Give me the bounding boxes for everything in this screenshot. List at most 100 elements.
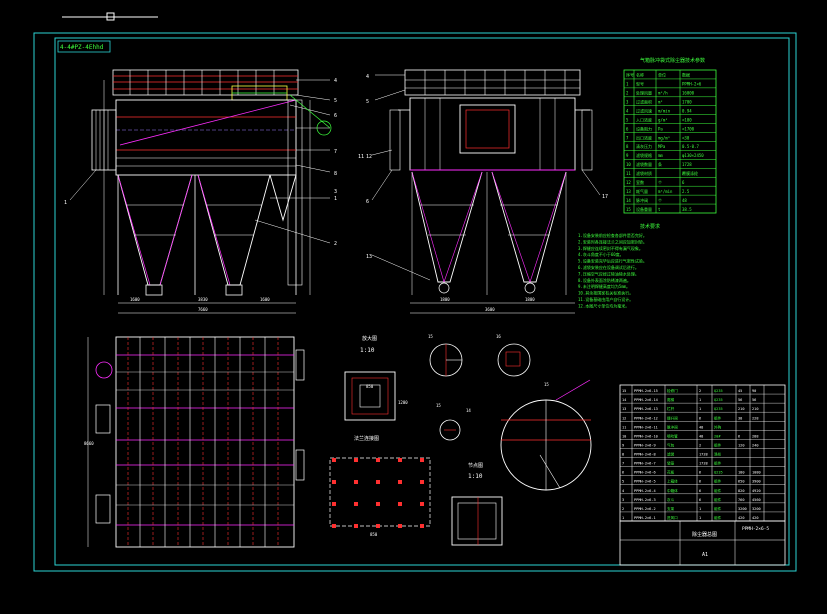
parts-cell: 栏杆	[667, 406, 675, 411]
tech-cell: 12	[626, 180, 631, 185]
section-detail-small[interactable]: 节点图 1:10	[451, 463, 503, 546]
parts-cell: 210	[752, 407, 759, 411]
tech-cell: 0.5-0.7	[682, 144, 699, 149]
callout-front-6: 1	[334, 196, 337, 202]
side-elevation-view[interactable]: 1800 1800 3600 4 5 11 12 6 13 17	[358, 69, 608, 314]
tech-cell: 滤袋数量	[636, 161, 652, 167]
parts-cell: 14	[622, 398, 626, 402]
parts-cell: 6	[699, 471, 701, 475]
tech-cell: 耗气量	[636, 188, 648, 194]
parts-cell: 灰斗	[667, 497, 675, 502]
flange-hole-pattern[interactable]: 法兰连接图 850	[329, 435, 431, 537]
tech-header-cell: 名称	[636, 72, 644, 78]
tech-cell: 1728	[682, 162, 692, 167]
callout-front-5: 8	[334, 171, 337, 177]
round-detail-a[interactable]: 15	[428, 334, 463, 377]
note-line: 5.设备安装完毕后应进行气密性试验。	[578, 258, 647, 264]
parts-cell: 7	[622, 462, 624, 466]
parts-cell: 组件	[714, 415, 722, 420]
parts-cell: 爬梯	[667, 397, 675, 402]
tech-cell: 9	[626, 153, 629, 158]
view-scrollbar[interactable]	[62, 12, 158, 21]
parts-cell: 180	[738, 471, 745, 475]
bolt-hole	[420, 458, 424, 462]
dim-plan-height: 8660	[84, 441, 94, 446]
front-elevation-view[interactable]: 1600 3830 1600 7660 4 5 6 7 8 1 2 3 1	[64, 69, 337, 314]
bolt-hole	[376, 524, 380, 528]
tech-cell: 2.5	[682, 189, 690, 194]
dim-side-right: 1800	[525, 297, 535, 302]
title-tag-box	[57, 40, 111, 53]
tech-cell: 6	[682, 180, 685, 185]
parts-cell: 9	[622, 443, 624, 447]
tech-cell: φ130×2450	[682, 153, 704, 158]
tech-cell: m/min	[658, 108, 671, 113]
parts-cell: 820	[738, 489, 745, 493]
note-line: 4.灰斗角度不小于60度。	[578, 251, 624, 257]
parts-cell: 20#	[714, 434, 721, 438]
parts-cell: 6	[738, 434, 740, 438]
parts-cell: 喷吹管	[667, 433, 678, 438]
bolt-hole	[354, 502, 358, 506]
bolt-hole	[354, 458, 358, 462]
parts-cell: 3200	[752, 507, 761, 511]
dim-flange-a: 1200	[398, 400, 408, 405]
tech-cell: 过滤面积	[636, 99, 652, 105]
parts-cell: 气包	[667, 442, 675, 447]
detail-a-label: 15	[428, 334, 433, 339]
parts-cell: 56	[752, 398, 756, 402]
parts-cell: 滤袋	[667, 452, 675, 457]
parts-cell: PPMH-2×6-10	[634, 434, 658, 438]
tech-cell: 个	[658, 180, 662, 185]
scale-b-value: 1:10	[468, 473, 483, 480]
parts-cell: 10	[622, 434, 626, 438]
scale-a-value: 1:10	[360, 347, 375, 354]
parts-cell: 提升阀	[667, 415, 678, 420]
tech-cell: 过滤风速	[636, 107, 652, 113]
parts-cell: PPMH-2×6-7	[634, 462, 656, 466]
tech-cell: 滤袋规格	[636, 152, 652, 158]
bolt-hole	[376, 502, 380, 506]
parts-cell: 组件	[714, 497, 722, 502]
parts-cell: 6	[699, 489, 701, 493]
detail-e-label: 15	[544, 382, 549, 387]
bolt-hole	[398, 502, 402, 506]
parts-cell: 228	[752, 416, 759, 420]
parts-cell: Q235	[714, 398, 723, 402]
parts-cell: 760	[738, 498, 745, 502]
bolt-hole	[420, 502, 424, 506]
bolt-hole	[354, 480, 358, 484]
parts-cell: PPMH-2×6-11	[634, 425, 658, 429]
round-detail-b[interactable]: 16	[496, 334, 531, 377]
tech-cell: m³/h	[658, 91, 668, 96]
bolt-hole	[332, 458, 336, 462]
dim-front-left: 1600	[130, 297, 140, 302]
callout-front-9: 1	[64, 200, 67, 206]
round-detail-large[interactable]: 15	[500, 379, 592, 491]
tech-cell: 6	[626, 126, 629, 131]
tech-cell: 覆膜涤纶	[682, 170, 698, 176]
detail-node-view[interactable]: 放大图 1:10 850 1200	[344, 335, 408, 421]
tech-cell: 型号	[636, 81, 644, 87]
parts-cell: 组件	[714, 515, 722, 520]
detail-b-label: 16	[496, 334, 501, 339]
parts-cell: 5	[622, 480, 624, 484]
plan-view[interactable]: 8660	[84, 336, 305, 548]
parts-cell: 进风口	[667, 515, 678, 520]
parts-cell: 2	[699, 443, 701, 447]
tech-cell: 出口浓度	[636, 134, 652, 140]
notes-title: 技术要求	[640, 223, 660, 230]
parts-cell: 组件	[714, 506, 722, 511]
tech-header-cell: 序号	[626, 72, 634, 78]
parts-cell: 3200	[738, 507, 747, 511]
round-detail-c[interactable]: 15 14	[436, 403, 471, 441]
tech-cell: <1700	[682, 126, 695, 131]
dim-front-total: 7660	[198, 307, 208, 312]
parts-cell: Q235	[714, 407, 723, 411]
bolt-hole	[398, 458, 402, 462]
bolt-hole	[376, 458, 380, 462]
parts-cell: 3	[622, 498, 624, 502]
